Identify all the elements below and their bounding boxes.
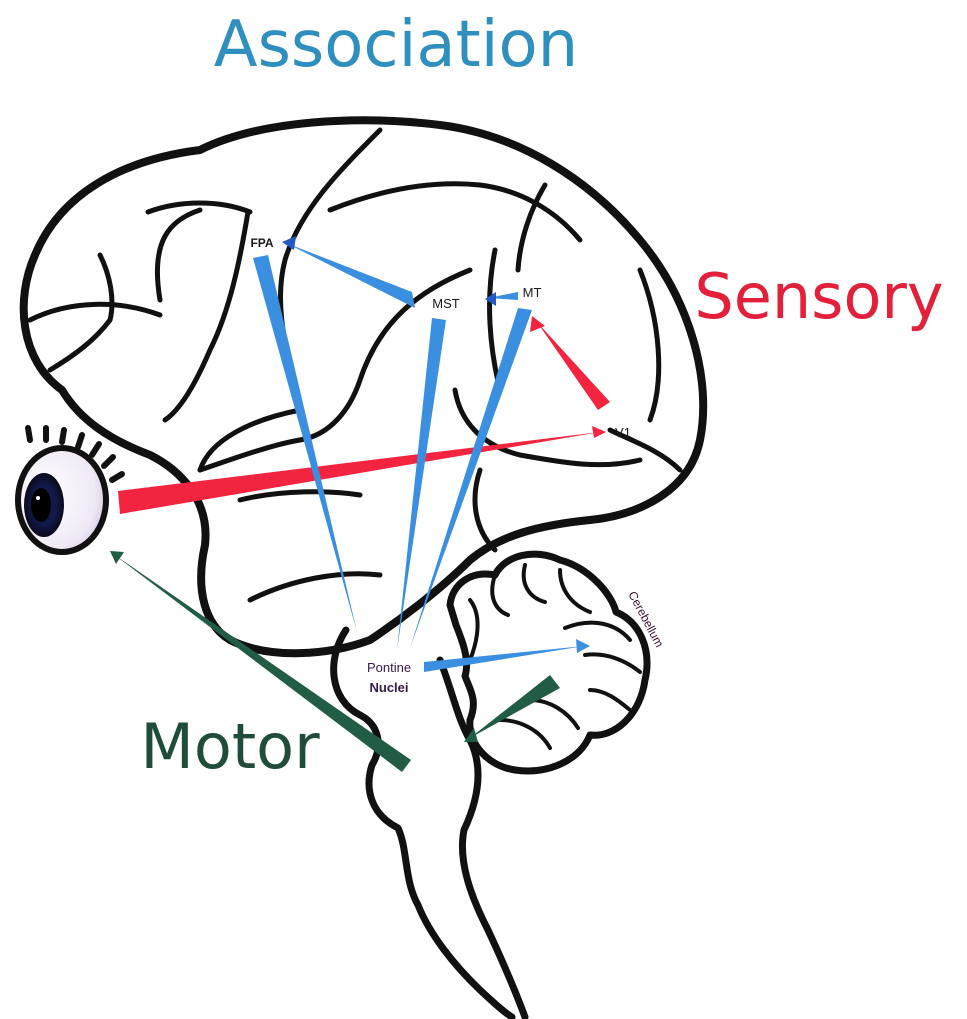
v1-to-mt-pathway (537, 322, 610, 410)
eye-icon (18, 428, 122, 552)
cerebellum-to-brainstem-pathway (470, 675, 560, 738)
mst-label: MST (432, 296, 460, 311)
eye-arrowhead-motor (110, 551, 124, 564)
eye-to-v1-pathway (118, 432, 600, 514)
nuclei-label: Nuclei (369, 680, 408, 695)
brainstem (334, 630, 525, 1017)
pontine-label: Pontine (367, 660, 411, 675)
cerebrum (24, 120, 704, 653)
cerebellum-arrowhead (576, 639, 590, 653)
sensory-heading: Sensory (694, 260, 943, 333)
association-heading: Association (214, 8, 578, 82)
fpa-label: FPA (250, 236, 273, 250)
mst-to-fpa-pathway (286, 243, 415, 308)
motor-heading: Motor (140, 710, 320, 783)
v1-label: V1 (615, 425, 631, 440)
sensory-pathways (118, 316, 610, 514)
v1-arrowhead (592, 426, 606, 438)
mt-label: MT (523, 285, 542, 300)
fpa-to-pontine-pathway (253, 255, 357, 632)
pontine-to-cerebellum-pathway (424, 646, 584, 672)
